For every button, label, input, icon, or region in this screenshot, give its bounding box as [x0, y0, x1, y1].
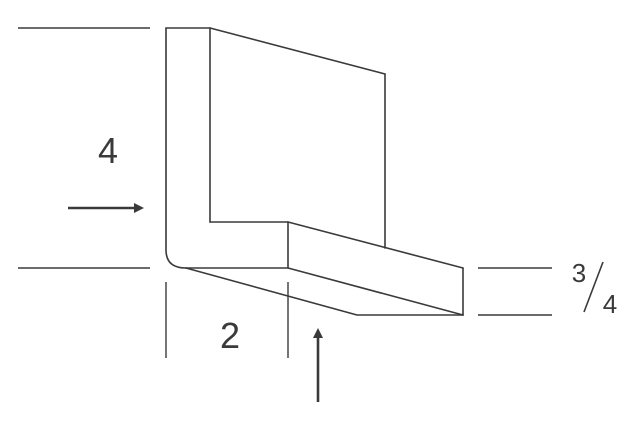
horizontal-leg-bottom-edge — [185, 267, 464, 316]
thickness-fraction-denominator: 4 — [603, 289, 617, 319]
vertical-leg-back-top-edge — [209, 27, 386, 75]
horizontal-leg-top-side-edge — [287, 221, 464, 269]
thickness-fraction-slash — [583, 261, 604, 313]
arrows — [68, 203, 323, 402]
dimension-labels: 4 2 3 4 — [98, 130, 617, 356]
height-dimension-label: 4 — [98, 130, 118, 171]
thickness-fraction-numerator: 3 — [572, 258, 586, 288]
horizontal-leg-front-upper-edge — [185, 267, 464, 316]
thickness-dimension-fraction-label: 3 4 — [572, 258, 617, 319]
l-bracket-shape — [165, 27, 464, 316]
vertical-leg-front-outer-edge — [165, 27, 187, 269]
depth-dimension-label: 2 — [220, 315, 240, 356]
dimension-lines — [18, 27, 552, 358]
